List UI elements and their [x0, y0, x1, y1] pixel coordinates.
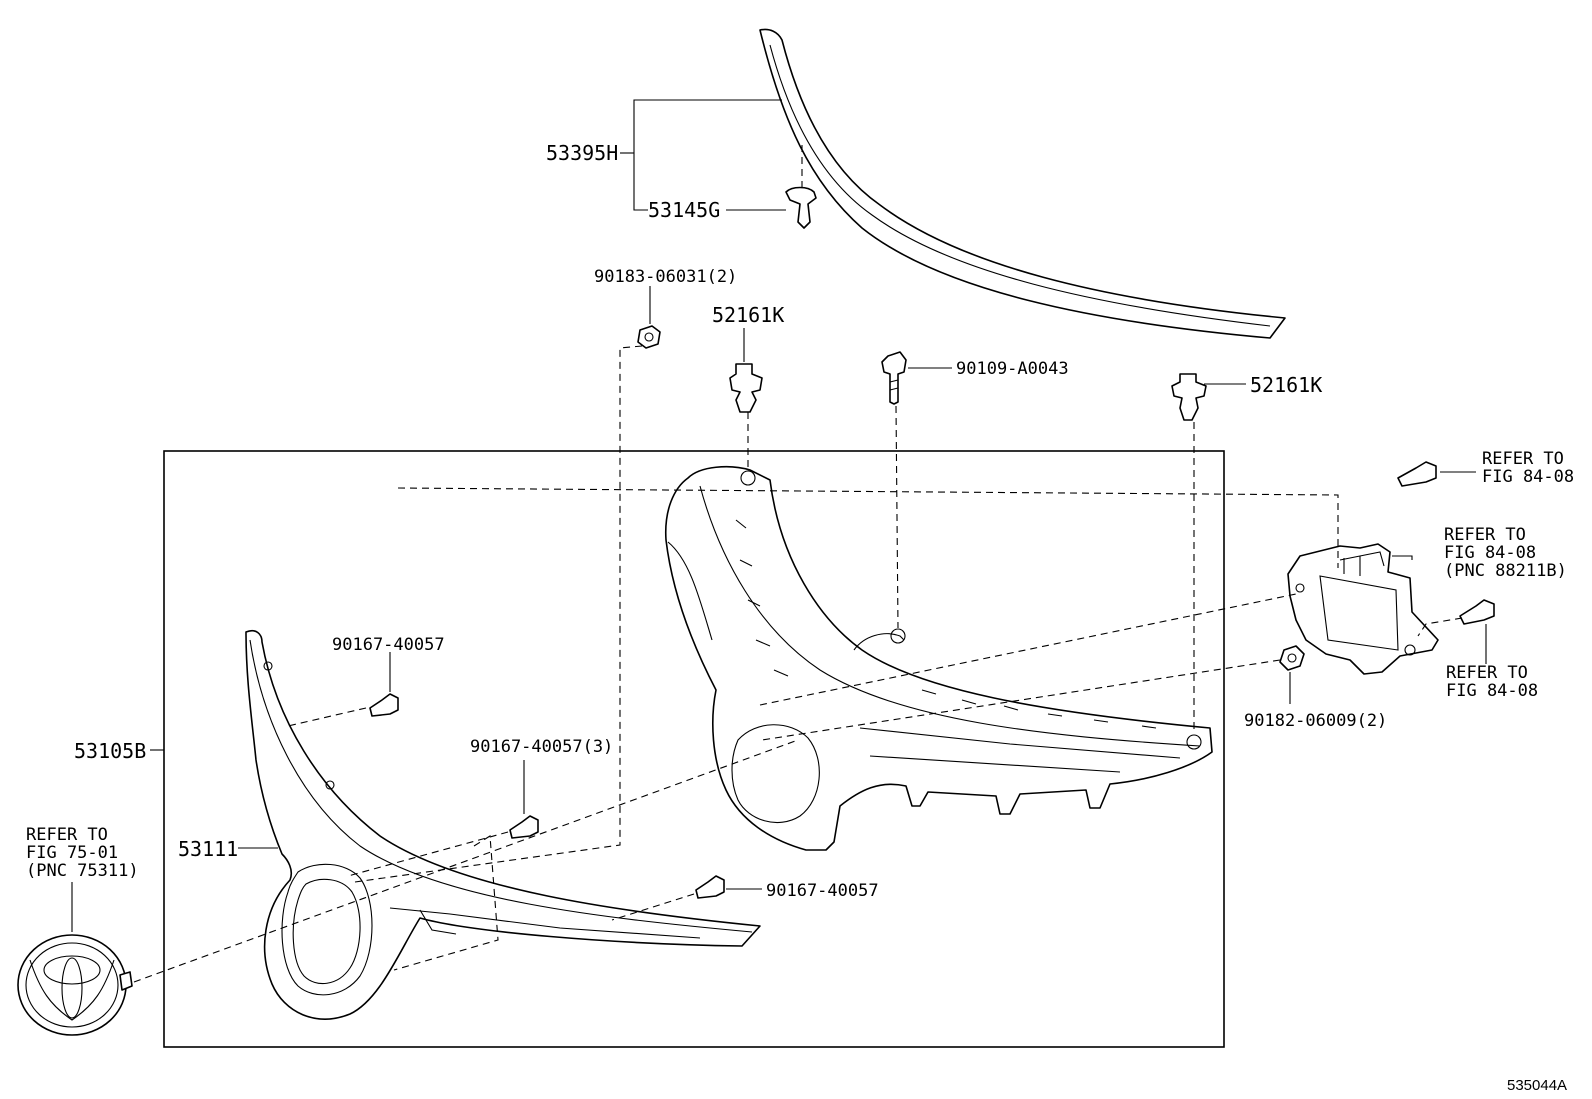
ref-bolt-side-line1: REFER TO	[1446, 663, 1528, 683]
ref-sensor-line3: (PNC 88211B)	[1444, 561, 1567, 581]
ref-sensor-line2: FIG 84-08	[1444, 543, 1536, 563]
toyota-emblem	[17, 934, 133, 1036]
bolt-90167-c	[695, 875, 725, 899]
ref-bolt-side-line2: FIG 84-08	[1446, 681, 1538, 701]
nut-90182	[1279, 645, 1305, 671]
bolt-refer-side	[1459, 599, 1495, 625]
label-53105b: 53105B	[74, 739, 146, 763]
leader-lines	[71, 99, 1487, 932]
nut-90183	[637, 325, 661, 349]
ref-bolt-top-line1: REFER TO	[1482, 449, 1564, 469]
grille-frame	[664, 465, 1213, 851]
label-53111: 53111	[178, 837, 238, 861]
bolt-refer-top	[1397, 461, 1437, 487]
label-90182: 90182-06009(2)	[1244, 711, 1387, 731]
label-90109: 90109-A0043	[956, 359, 1069, 379]
bolt-90167-a	[369, 693, 399, 717]
label-90167-c: 90167-40057	[766, 881, 879, 901]
clip-52161k-right	[1171, 373, 1207, 421]
garnish-53111	[245, 629, 761, 1020]
label-90167-b: 90167-40057(3)	[470, 737, 613, 757]
upper-molding-strip	[759, 28, 1286, 339]
bolt-90167-b	[509, 815, 539, 839]
clip-53145g	[785, 145, 817, 229]
ref-emblem-line1: REFER TO	[26, 825, 108, 845]
bolt-90109	[881, 351, 907, 405]
ref-bolt-top-line2: FIG 84-08	[1482, 467, 1574, 487]
sensor-bracket	[1287, 543, 1439, 675]
label-53145g: 53145G	[648, 198, 720, 222]
figure-id: 535044A	[1507, 1077, 1567, 1094]
ref-emblem-line2: FIG 75-01	[26, 843, 118, 863]
alignment-lines	[133, 345, 1463, 983]
clip-52161k-left	[729, 363, 763, 413]
assembly-frame	[163, 450, 1225, 1048]
ref-sensor-line1: REFER TO	[1444, 525, 1526, 545]
ref-emblem-line3: (PNC 75311)	[26, 861, 139, 881]
label-52161k-right: 52161K	[1250, 373, 1322, 397]
label-90167-a: 90167-40057	[332, 635, 445, 655]
label-90183: 90183-06031(2)	[594, 267, 737, 287]
label-52161k-left: 52161K	[712, 303, 784, 327]
label-53395h: 53395H	[546, 141, 618, 165]
